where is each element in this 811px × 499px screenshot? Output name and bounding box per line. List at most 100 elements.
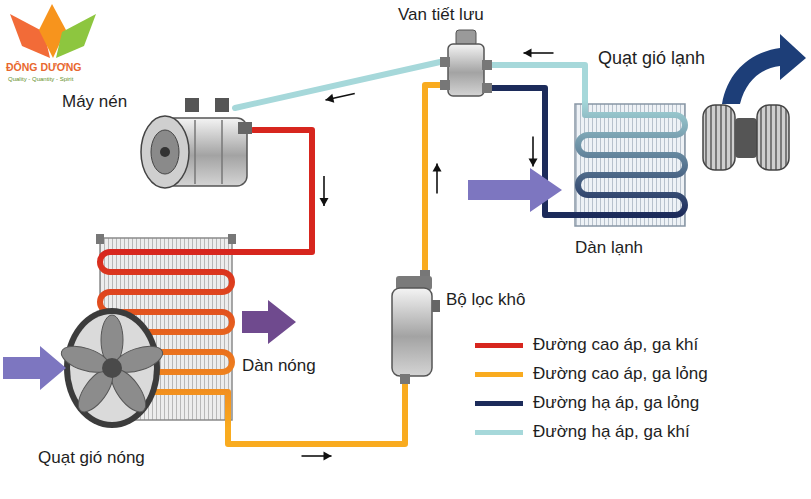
legend-swatch: [475, 430, 523, 435]
condenser-art-part: [100, 252, 235, 428]
valve-art-part: [482, 83, 492, 93]
legend-swatch: [475, 401, 523, 406]
label-holder: Quality - Quantity - Spirit: [8, 76, 73, 83]
filter-drier-art: [392, 270, 440, 384]
evaporator-art-part: [575, 104, 685, 226]
blower-fan: Quạt gió lạnh: [700, 90, 792, 185]
valve-art: [440, 30, 492, 96]
pipe-group: [425, 85, 442, 272]
legend-row: Đường hạ áp, ga lỏng: [475, 389, 708, 418]
compressor: Máy nén: [140, 108, 253, 193]
hot-fan-art-part: [64, 308, 160, 428]
valve-art-part: [482, 60, 492, 70]
flow-arrow-head: [529, 159, 538, 167]
component-label: Máy nén: [62, 92, 127, 112]
airflow-arrow-part: [3, 346, 66, 390]
flow-arrow-shaft: [524, 52, 554, 54]
flow-arrow-shaft: [325, 93, 354, 100]
legend-row: Đường hạ áp, ga khí: [475, 418, 708, 447]
brand-logo: [10, 4, 96, 58]
evaporator-art: [570, 100, 685, 226]
compressor-art-part: [185, 98, 199, 112]
compressor-art-part: [221, 120, 223, 184]
pipe-group: [235, 62, 440, 108]
brand-watermark: ĐÔNG DƯƠNG: [6, 61, 81, 73]
brand-tagline: Quality - Quantity - Spirit: [8, 76, 73, 83]
component-label: Bộ lọc khô: [446, 290, 525, 310]
compressor-art-part: [194, 120, 196, 184]
legend-row: Đường cao áp, ga lỏng: [475, 360, 708, 389]
component-label: Dàn lạnh: [575, 238, 643, 258]
component-label: Dàn nóng: [242, 356, 316, 376]
brand-logo-part: [10, 14, 50, 58]
pipe-group: [228, 384, 405, 461]
airflow-arrow-part: [242, 300, 296, 344]
blower-art: [703, 105, 789, 170]
hot-fan-art-part: [111, 341, 165, 377]
refrigerant-pipe: [492, 88, 570, 215]
valve-art-part: [440, 80, 450, 90]
valve-art-part: [448, 44, 484, 96]
hot-fan-art-part: [102, 358, 122, 378]
flow-arrow-head: [320, 198, 329, 206]
blower-art-part: [703, 105, 735, 170]
flow-arrow-shaft: [436, 164, 438, 194]
airflow-arrow-part: [468, 168, 562, 212]
hot-fan-art-part: [105, 364, 152, 417]
legend-swatch: [475, 343, 523, 348]
condenser-art-part: [100, 238, 232, 420]
hot-fan-art-part: [58, 341, 112, 377]
legend-text: Đường cao áp, ga khí: [533, 335, 698, 355]
filter-drier-art-part: [432, 300, 440, 312]
compressor-art-part: [151, 130, 179, 174]
legend: Đường cao áp, ga khíĐường cao áp, ga lỏn…: [475, 331, 708, 447]
refrigerant-pipe: [425, 85, 440, 272]
refrigerant-pipe: [228, 384, 405, 444]
condenser-art: [96, 234, 236, 428]
legend-text: Đường hạ áp, ga lỏng: [533, 393, 699, 413]
label-holder: ĐÔNG DƯƠNG: [6, 61, 81, 73]
legend-swatch: [475, 372, 523, 377]
flow-arrow-head: [324, 452, 332, 461]
legend-row: Đường cao áp, ga khí: [475, 331, 708, 360]
legend-text: Đường cao áp, ga lỏng: [533, 364, 708, 384]
compressor-art-part: [165, 118, 247, 186]
hot-fan-art-part: [72, 364, 119, 417]
filter-drier-art-part: [420, 270, 430, 280]
airflow-arrow: [3, 34, 806, 390]
refrigerant-pipe: [235, 62, 440, 108]
evaporator-art-part: [570, 100, 685, 215]
pipe-group: [235, 130, 329, 252]
compressor-art-part: [141, 116, 189, 188]
flow-arrow-shaft: [323, 176, 325, 206]
refrigerant-pipe: [235, 130, 312, 252]
hot-fan-art-part: [70, 314, 154, 422]
filter-drier-art-part: [392, 288, 432, 376]
evaporator: Dàn lạnh: [570, 100, 690, 228]
filter-drier-art-part: [400, 374, 410, 384]
valve-art-part: [456, 30, 476, 46]
valve-art-part: [440, 57, 450, 67]
flow-arrow-head: [524, 49, 532, 58]
component-label: Quạt gió lạnh: [598, 48, 705, 70]
filter-drier: Bộ lọc khô: [382, 272, 440, 384]
filter-drier-art-part: [396, 276, 432, 290]
component-label: Quạt gió nóng: [38, 448, 145, 468]
brand-logo-part: [56, 14, 96, 58]
expansion-valve: Van tiết lưu: [440, 30, 492, 102]
component-label: Van tiết lưu: [398, 5, 484, 25]
compressor-art-part: [160, 147, 170, 157]
flow-arrow-head: [433, 164, 442, 172]
flow-arrow-shaft: [532, 137, 534, 167]
condenser: Dàn nóng: [95, 228, 235, 428]
pipe-group: [492, 49, 585, 101]
compressor-art: [141, 98, 252, 188]
blower-art-part: [757, 105, 789, 170]
hot-fan-art: [58, 308, 166, 428]
brand-logo-part: [39, 4, 66, 58]
flow-arrow-head: [325, 94, 334, 103]
flow-arrow-shaft: [302, 455, 332, 457]
legend-text: Đường hạ áp, ga khí: [533, 422, 690, 442]
compressor-art-part: [215, 98, 229, 112]
